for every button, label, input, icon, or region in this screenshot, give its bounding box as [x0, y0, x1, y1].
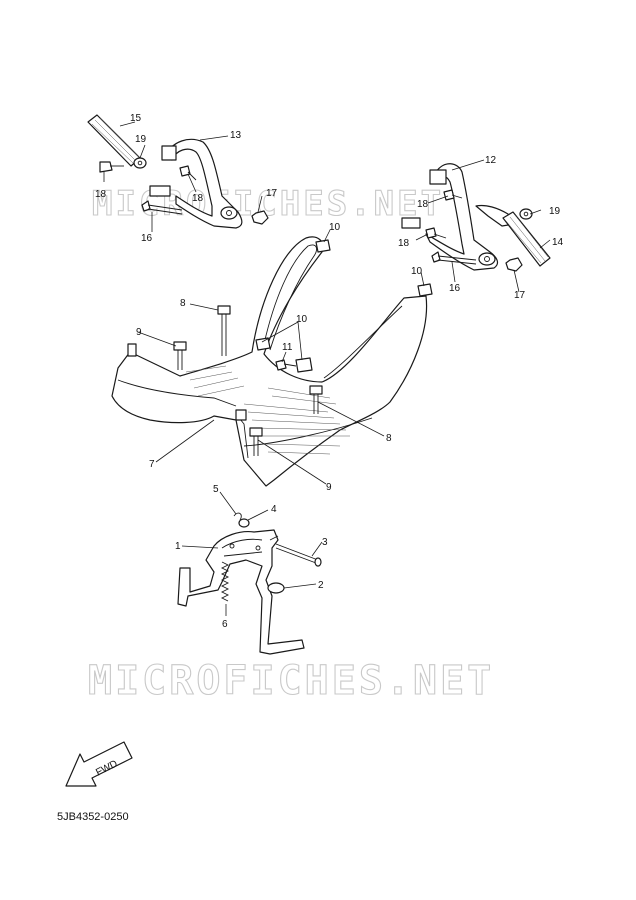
washer-4 — [238, 518, 250, 528]
left-footrest-assembly — [87, 114, 269, 229]
main-stand — [177, 529, 305, 655]
callout-18: 18 — [417, 199, 429, 210]
callout-9: 9 — [326, 482, 332, 493]
callout-17: 17 — [266, 188, 278, 199]
callout-12: 12 — [485, 155, 497, 166]
callout-10: 10 — [329, 222, 341, 233]
clip-10-top — [315, 239, 331, 253]
callout-8: 8 — [180, 298, 186, 309]
callout-16: 16 — [141, 233, 153, 244]
callout-6: 6 — [222, 619, 228, 630]
bolt-9-right — [249, 427, 263, 437]
clip-10-right — [417, 283, 433, 297]
bolt-8-lower — [309, 385, 323, 395]
callout-13: 13 — [230, 130, 242, 141]
bolt-8-upper — [217, 305, 231, 315]
callout-16: 16 — [449, 283, 461, 294]
callout-18: 18 — [192, 193, 204, 204]
diagram-code: 5JB4352-0250 — [57, 811, 129, 823]
callout-18: 18 — [398, 238, 410, 249]
callout-8: 8 — [386, 433, 392, 444]
callout-15: 15 — [130, 113, 142, 124]
right-footrest-assembly — [401, 163, 551, 272]
clip-10-mid-b — [295, 357, 313, 373]
footboard-panel — [111, 236, 428, 487]
bolt-9-left — [173, 341, 187, 351]
callout-10: 10 — [411, 266, 423, 277]
leader-lines — [103, 121, 551, 616]
callout-14: 14 — [552, 237, 564, 248]
pin-3 — [275, 543, 319, 564]
spring-6 — [220, 561, 230, 602]
callout-2: 2 — [318, 580, 324, 591]
callout-19: 19 — [549, 206, 561, 217]
callout-18: 18 — [95, 189, 107, 200]
callout-labels: 15 19 13 18 18 17 16 12 18 19 18 14 16 1… — [95, 113, 564, 630]
callout-9: 9 — [136, 327, 142, 338]
clip-5 — [233, 512, 242, 521]
callout-19: 19 — [135, 134, 147, 145]
stopper-2 — [267, 582, 285, 594]
clip-10-mid-a — [255, 337, 271, 351]
screw-11 — [275, 359, 287, 371]
callout-10: 10 — [296, 314, 308, 325]
fwd-arrow: FWD — [65, 741, 133, 787]
callout-5: 5 — [213, 484, 219, 495]
callout-11: 11 — [282, 342, 293, 353]
watermark-bottom: MICROFICHES.NET — [88, 658, 494, 704]
callout-17: 17 — [514, 290, 526, 301]
callout-1: 1 — [175, 541, 181, 552]
callout-7: 7 — [149, 459, 155, 470]
callout-3: 3 — [322, 537, 328, 548]
callout-4: 4 — [271, 504, 277, 515]
